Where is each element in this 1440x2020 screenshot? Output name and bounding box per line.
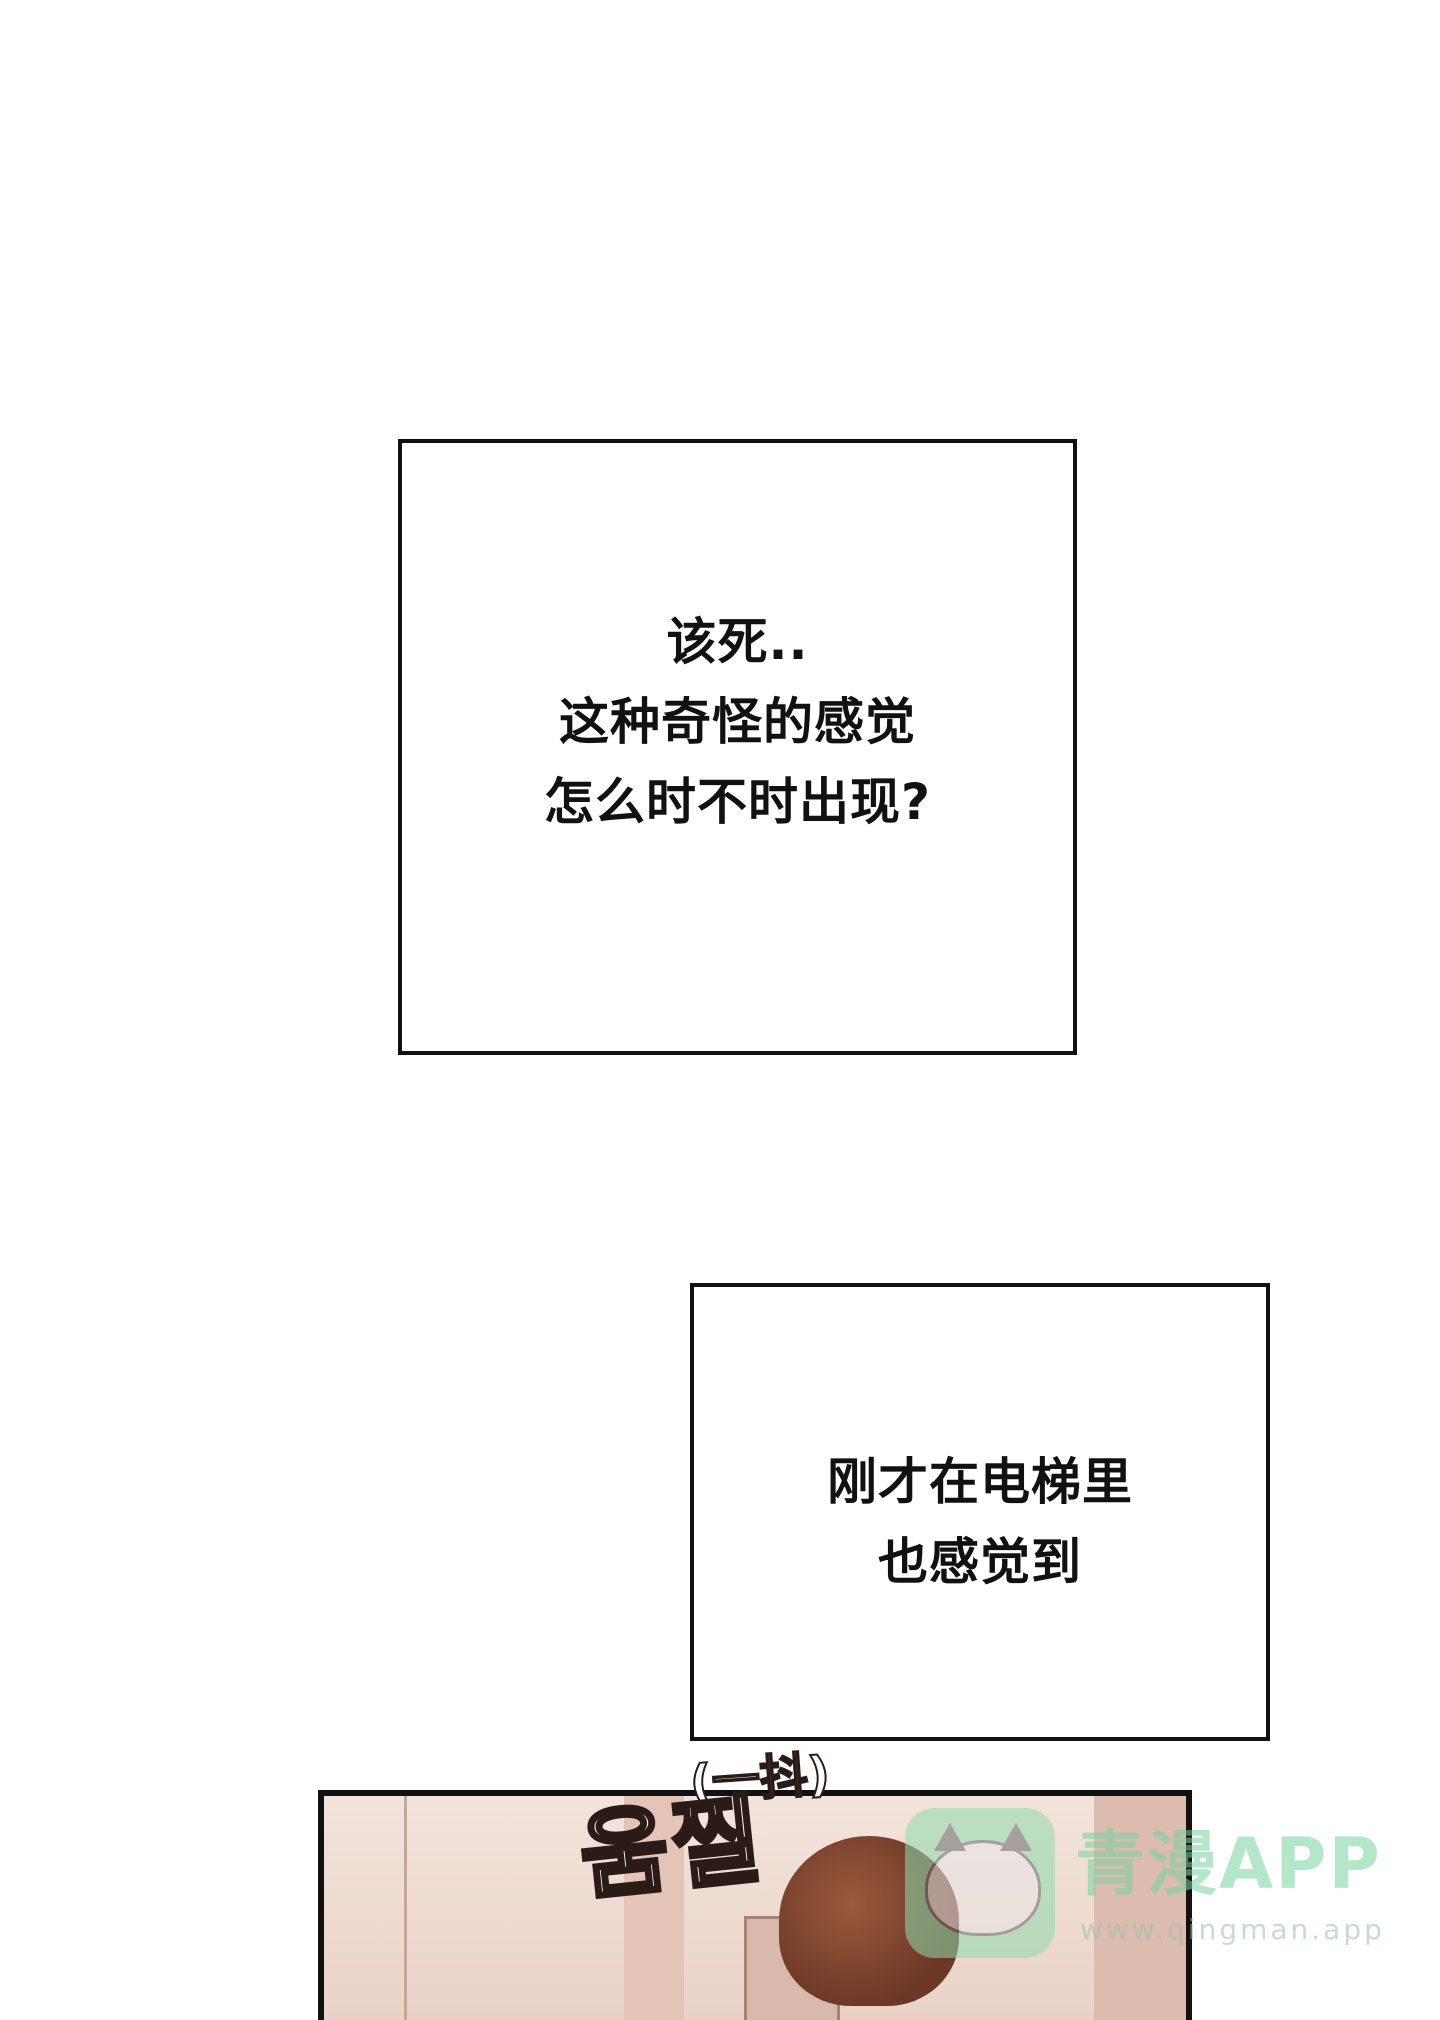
wall-strip-right (1094, 1796, 1186, 2020)
watermark: 青漫APP www.qingman.app (905, 1808, 1385, 1968)
caption-box-2: 刚才在电梯里 也感觉到 (690, 1283, 1270, 1741)
cat-face (925, 1823, 1041, 1936)
caption-2-line-1: 刚才在电梯里 (827, 1453, 1133, 1511)
wall-strip (624, 1796, 684, 2020)
caption-text-2: 刚才在电梯里 也感觉到 (827, 1422, 1133, 1602)
cat-ear-left (934, 1823, 966, 1851)
cat-logo-icon (905, 1808, 1055, 1958)
caption-box-1: 该死.. 这种奇怪的感觉 怎么时不时出现? (398, 439, 1077, 1055)
caption-2-line-2: 也感觉到 (878, 1533, 1082, 1591)
cat-ear-right (1000, 1823, 1032, 1851)
caption-1-line-2: 这种奇怪的感觉 (558, 693, 916, 751)
caption-1-line-1: 该死.. (666, 613, 809, 671)
watermark-url: www.qingman.app (1080, 1913, 1385, 1946)
caption-text-1: 该死.. 这种奇怪的感觉 怎么时不时出现? (544, 602, 931, 892)
door-frame (404, 1796, 407, 2020)
caption-1-line-3: 怎么时不时出现? (543, 773, 931, 831)
sfx-korean: 움찔 (573, 1780, 772, 1916)
watermark-title: 青漫APP (1075, 1823, 1382, 1905)
